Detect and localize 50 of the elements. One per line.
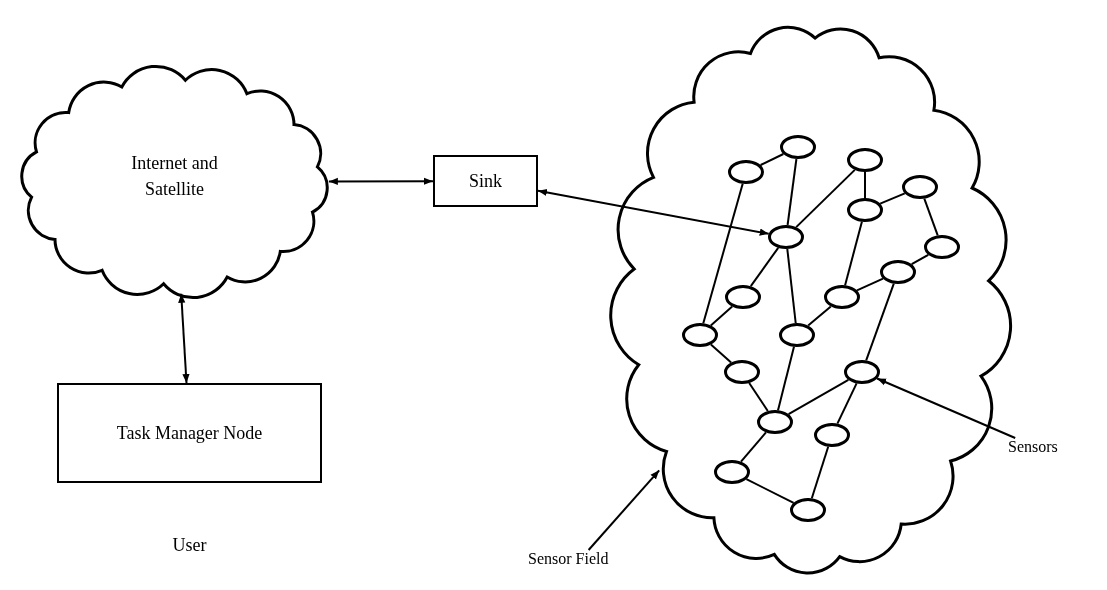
connector-line (810, 445, 830, 500)
connector-line (709, 343, 733, 364)
connector-line (864, 171, 866, 199)
connector-line (910, 253, 930, 266)
sensor-node (725, 285, 761, 309)
process-box: Sink (433, 155, 538, 207)
callout-text: Sensors (1008, 438, 1078, 462)
connector-line (807, 305, 832, 327)
sensor-node (757, 410, 793, 434)
connector-line (709, 305, 734, 327)
cloud-label: Internet and Satellite (130, 151, 219, 201)
sensor-node (847, 198, 883, 222)
sensor-node (728, 160, 764, 184)
connector-line (745, 478, 795, 504)
connector-line (856, 277, 884, 292)
caption-text: User (172, 535, 207, 556)
connector-line (836, 382, 858, 425)
leader-line (587, 469, 661, 551)
connector-line (702, 182, 744, 325)
sensor-node (902, 175, 938, 199)
connector-line (777, 345, 795, 412)
arrow (537, 188, 770, 236)
connector-line (759, 153, 785, 166)
sensor-node (682, 323, 718, 347)
sensor-node (844, 360, 880, 384)
sensor-node (724, 360, 760, 384)
arrow (327, 177, 434, 186)
connector-line (865, 282, 895, 362)
sensor-node (790, 498, 826, 522)
sensor-node (780, 135, 816, 159)
connector-line (787, 378, 850, 416)
sensor-node (714, 460, 750, 484)
connector-line (786, 158, 798, 226)
connector-line (844, 220, 863, 287)
connector-line (795, 168, 856, 229)
connector-line (740, 431, 767, 463)
sensor-node (814, 423, 850, 447)
sensor-node (924, 235, 960, 259)
sensor-node (779, 323, 815, 347)
sensor-node (880, 260, 916, 284)
sensor-node (768, 225, 804, 249)
sensor-node (847, 148, 883, 172)
connector-line (923, 197, 939, 237)
connector-line (748, 382, 769, 412)
connector-line (879, 192, 906, 205)
connector-line (786, 248, 797, 324)
leader-line (876, 377, 1017, 439)
callout-text: Sensor Field (528, 550, 628, 574)
connector-line (749, 246, 780, 288)
sensor-node (824, 285, 860, 309)
